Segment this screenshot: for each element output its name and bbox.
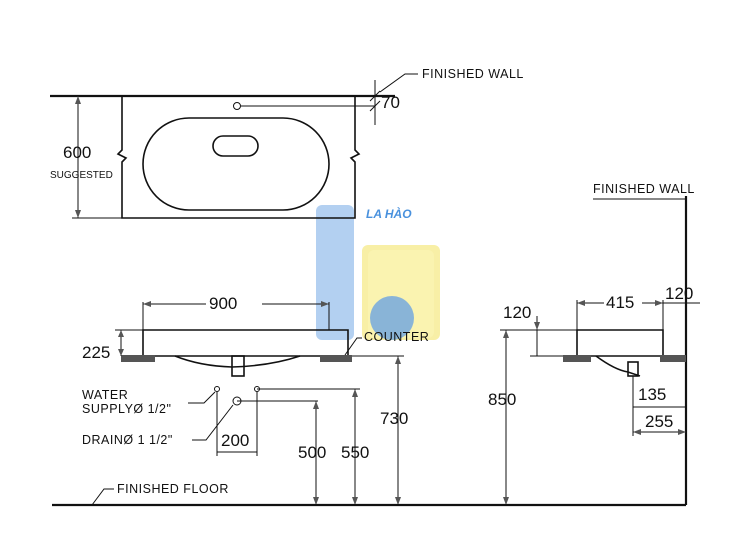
dim-600: 600 — [63, 143, 91, 162]
dim-500: 500 — [298, 443, 326, 462]
dim-255: 255 — [645, 412, 673, 431]
dim-120-left: 120 — [503, 303, 531, 322]
front-view: 900 COUNTER 225 WATER SUPPLYØ 1/2" DRAIN… — [82, 294, 429, 505]
top-view: 70 FINISHED WALL 600 SUGGESTED — [50, 67, 524, 219]
dim-550: 550 — [341, 443, 369, 462]
dim-850: 850 — [488, 390, 516, 409]
dim-135: 135 — [638, 385, 666, 404]
dim-900: 900 — [209, 294, 237, 313]
water-supply-label-1: WATER — [82, 388, 128, 402]
finished-wall-side-label: FINISHED WALL — [593, 182, 695, 196]
dim-200: 200 — [221, 431, 249, 450]
dim-120-right: 120 — [665, 284, 693, 303]
side-view: FINISHED WALL 415 120 120 850 135 — [488, 182, 700, 505]
dim-70: 70 — [381, 93, 400, 112]
finished-floor: FINISHED FLOOR — [52, 482, 686, 507]
water-supply-label-2: SUPPLYØ 1/2" — [82, 402, 171, 416]
watermark-logo: LA HÀO — [316, 205, 440, 340]
dim-730: 730 — [380, 409, 408, 428]
watermark-text: LA HÀO — [366, 206, 412, 221]
drain-label: DRAINØ 1 1/2" — [82, 433, 173, 447]
finished-floor-label: FINISHED FLOOR — [117, 482, 229, 496]
dim-415: 415 — [606, 293, 634, 312]
finished-wall-top-label: FINISHED WALL — [422, 67, 524, 81]
suggested-label: SUGGESTED — [50, 170, 113, 181]
counter-label: COUNTER — [364, 330, 429, 344]
dim-225: 225 — [82, 343, 110, 362]
